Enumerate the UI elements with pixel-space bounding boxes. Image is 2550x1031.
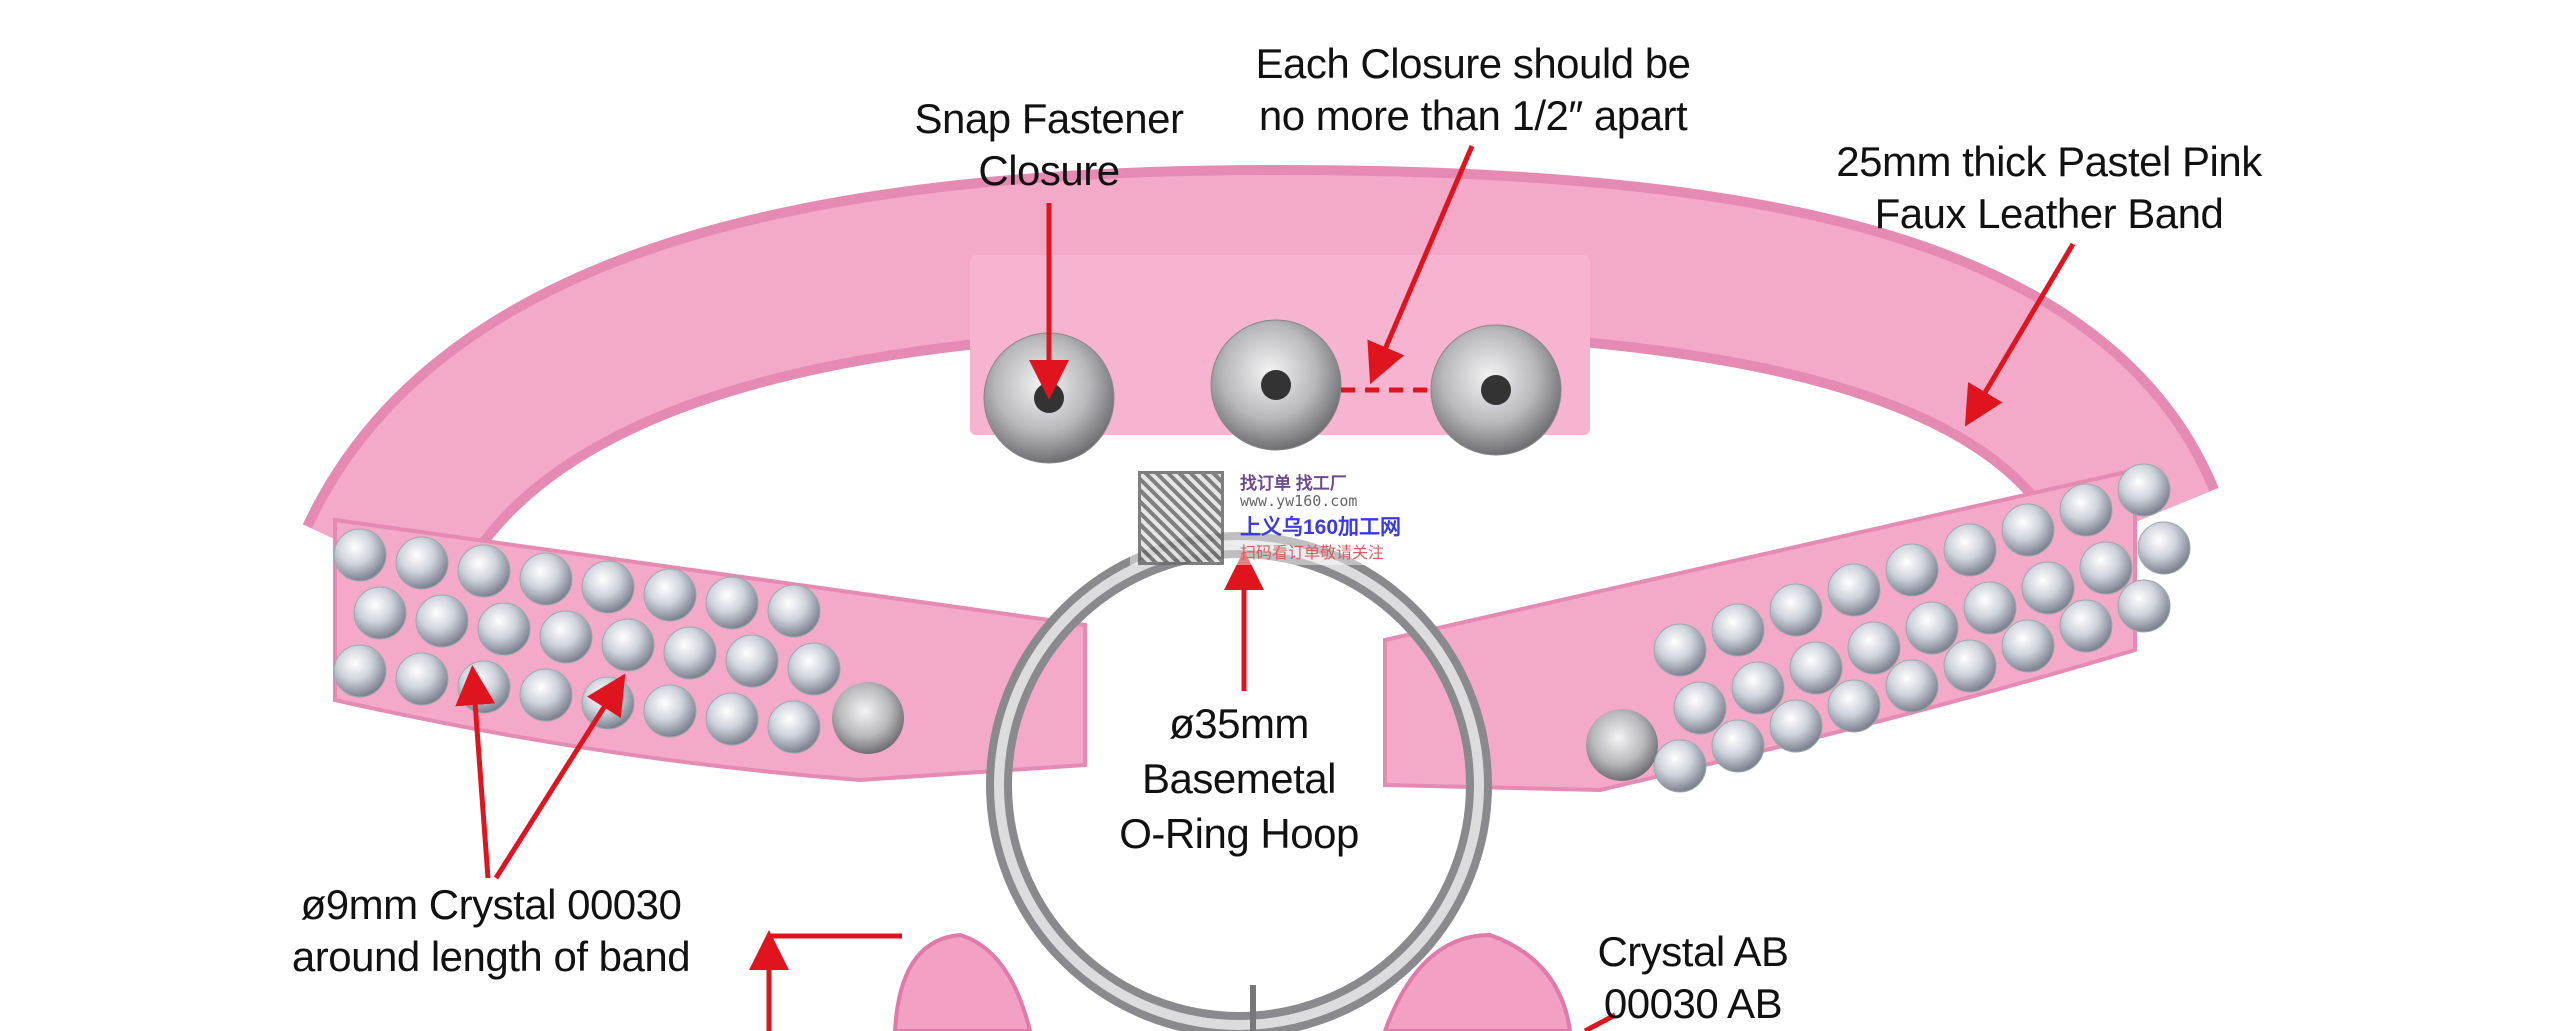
- crystal: [1943, 639, 1997, 693]
- arrow-crystal-2: [493, 673, 626, 880]
- crystal: [663, 626, 717, 680]
- arrow-closure: [1367, 145, 1475, 385]
- label-line: 25mm thick Pastel Pink: [1836, 138, 2262, 185]
- crystal: [457, 660, 511, 714]
- crystal: [2021, 561, 2075, 615]
- label-line: no more than 1/2″ apart: [1258, 92, 1688, 139]
- arrow-band: [1964, 242, 2076, 427]
- watermark: 找订单 找工厂 www.yw160.com 上义乌160加工网 扫码看订单敬请关…: [1130, 465, 1425, 565]
- label-line: around length of band: [291, 933, 691, 980]
- crystal: [415, 594, 469, 648]
- label-snap-fastener: Snap Fastener Closure: [914, 93, 1184, 197]
- crystal: [1943, 523, 1997, 577]
- label-closure-spacing: Each Closure should be no more than 1/2″…: [1256, 38, 1691, 142]
- qr-code-icon: [1138, 471, 1224, 565]
- crystal-rows: [333, 463, 2191, 793]
- crystal: [395, 652, 449, 706]
- crystal: [787, 642, 841, 696]
- crystal: [2059, 483, 2113, 537]
- crystal: [581, 560, 635, 614]
- crystal: [333, 644, 387, 698]
- crystal: [457, 544, 511, 598]
- crystal: [2001, 619, 2055, 673]
- crystal: [2117, 579, 2171, 633]
- crystal: [539, 610, 593, 664]
- crystal: [705, 576, 759, 630]
- callout-arrows: [455, 145, 2076, 1031]
- watermark-line-3: 上义乌160加工网: [1240, 516, 1402, 539]
- label-line: Faux Leather Band: [1874, 190, 2224, 237]
- label-o-ring: ø35mm Basemetal O-Ring Hoop: [1119, 696, 1359, 861]
- watermark-line-4: 扫码看订单敬请关注: [1240, 545, 1385, 562]
- crystal: [519, 552, 573, 606]
- arrow-crystal-ab: [1583, 1012, 1617, 1031]
- snap-fastener-3: [1430, 324, 1562, 456]
- crystal: [601, 618, 655, 672]
- crystal: [1885, 543, 1939, 597]
- crystal: [1827, 563, 1881, 617]
- crystal: [725, 634, 779, 688]
- label-line: ø9mm Crystal 00030: [300, 881, 682, 928]
- crystal: [767, 700, 821, 754]
- label-line: Basemetal: [1142, 755, 1336, 802]
- label-line: O-Ring Hoop: [1119, 810, 1359, 857]
- crystal: [1847, 621, 1901, 675]
- crystal: [1905, 601, 1959, 655]
- crystal: [519, 668, 573, 722]
- label-crystal: ø9mm Crystal 00030 around length of band: [291, 879, 691, 983]
- crystal: [705, 692, 759, 746]
- bow-right: [1382, 932, 1573, 1031]
- crystal: [2117, 463, 2171, 517]
- crystal: [1963, 581, 2017, 635]
- crystal: [2001, 503, 2055, 557]
- crystal: [333, 528, 387, 582]
- label-line: ø35mm: [1169, 700, 1309, 747]
- arrow-crystal-1: [455, 665, 496, 879]
- label-crystal-ab: Crystal AB 00030 AB: [1597, 926, 1789, 1030]
- label-line: Snap Fastener: [914, 95, 1184, 142]
- crystal: [477, 602, 531, 656]
- rivet-right: [1586, 709, 1658, 781]
- crystal: [2137, 521, 2191, 575]
- crystal: [2059, 599, 2113, 653]
- crystal: [1673, 681, 1727, 735]
- crystal: [353, 586, 407, 640]
- crystal: [1731, 661, 1785, 715]
- crystal: [643, 684, 697, 738]
- bow-left: [892, 932, 1033, 1031]
- label-line: Closure: [978, 147, 1120, 194]
- crystal: [1885, 659, 1939, 713]
- label-line: Each Closure should be: [1255, 40, 1691, 87]
- crystal: [643, 568, 697, 622]
- crystal: [1711, 603, 1765, 657]
- label-line: 00030 AB: [1603, 980, 1783, 1027]
- crystal: [1711, 719, 1765, 773]
- watermark-line-1: 找订单 找工厂: [1240, 474, 1347, 493]
- label-band: 25mm thick Pastel Pink Faux Leather Band: [1836, 136, 2262, 240]
- crystal: [1653, 623, 1707, 677]
- crystal: [1827, 679, 1881, 733]
- crystal: [1769, 699, 1823, 753]
- crystal: [1769, 583, 1823, 637]
- rivet-left: [832, 682, 904, 754]
- crystal: [767, 584, 821, 638]
- watermark-url: www.yw160.com: [1240, 492, 1358, 510]
- crystal: [1653, 739, 1707, 793]
- crystal: [2079, 541, 2133, 595]
- label-line: Crystal AB: [1597, 928, 1789, 975]
- crystal: [395, 536, 449, 590]
- crystal: [1789, 641, 1843, 695]
- snap-fastener-2: [1210, 319, 1342, 451]
